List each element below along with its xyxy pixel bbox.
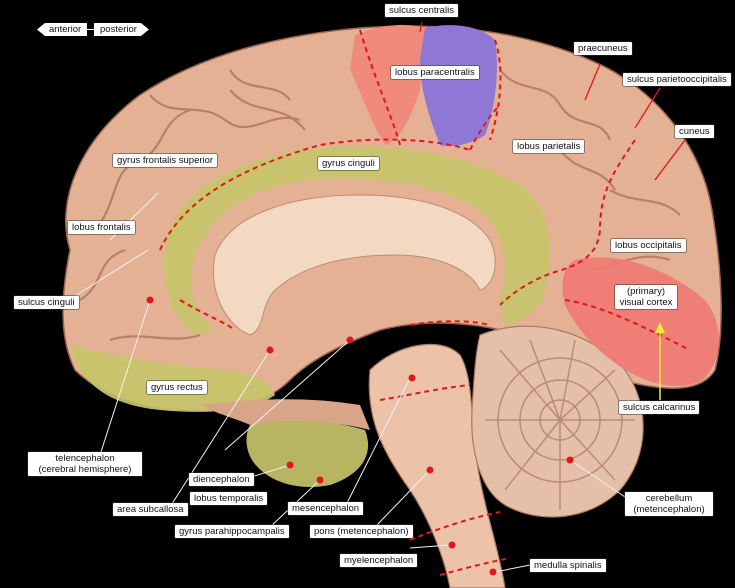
label-mesencephalon: mesencephalon bbox=[288, 502, 364, 515]
label-lobus-occipitalis: lobus occipitalis bbox=[611, 239, 686, 252]
label-sulcus-parietooccipitalis: sulcus parietooccipitalis bbox=[623, 73, 731, 86]
gyrus-rectus-area bbox=[70, 345, 275, 412]
label-primary-visual-cortex-line2: visual cortex bbox=[619, 297, 673, 308]
anterior-tag: anterior bbox=[37, 23, 88, 36]
label-pons: pons (metencephalon) bbox=[310, 525, 413, 538]
label-medulla-spinalis: medulla spinalis bbox=[530, 559, 606, 572]
lobus-temporalis-shape bbox=[200, 399, 370, 430]
orientation-divider bbox=[85, 29, 95, 30]
label-gyrus-frontalis-superior: gyrus frontalis superior bbox=[113, 154, 218, 167]
marker-dots bbox=[146, 296, 574, 576]
label-lobus-temporalis: lobus temporalis bbox=[190, 492, 268, 505]
gyrus-parahippocampalis-area bbox=[246, 419, 369, 488]
label-lobus-frontalis: lobus frontalis bbox=[68, 221, 135, 234]
primary-visual-cortex-area bbox=[562, 257, 719, 386]
label-cerebellum-line1: cerebellum bbox=[645, 493, 693, 504]
label-lobus-parietalis: lobus parietalis bbox=[513, 140, 585, 153]
label-gyrus-cinguli: gyrus cinguli bbox=[318, 157, 379, 170]
label-area-subcallosa: area subcallosa bbox=[113, 503, 188, 516]
label-gyrus-rectus: gyrus rectus bbox=[147, 381, 207, 394]
label-cerebellum-line2: (metencephalon) bbox=[633, 504, 705, 515]
label-myelencephalon: myelencephalon bbox=[340, 554, 418, 567]
posterior-tag: posterior bbox=[94, 23, 149, 36]
label-primary-visual-cortex: (primary) visual cortex bbox=[615, 285, 677, 309]
label-diencephalon: diencephalon bbox=[189, 473, 254, 486]
sulcus-calcarinus-arrowhead bbox=[655, 322, 665, 333]
lobus-paracentralis-posterior-area bbox=[420, 25, 497, 147]
label-cerebellum: cerebellum (metencephalon) bbox=[625, 492, 713, 516]
label-cuneus: cuneus bbox=[675, 125, 714, 138]
label-praecuneus: praecuneus bbox=[574, 42, 632, 55]
label-sulcus-cinguli: sulcus cinguli bbox=[14, 296, 79, 309]
label-telencephalon-line2: (cerebral hemisphere) bbox=[38, 464, 132, 475]
label-primary-visual-cortex-line1: (primary) bbox=[627, 286, 665, 297]
label-gyrus-parahippocampalis: gyrus parahippocampalis bbox=[175, 525, 289, 538]
label-sulcus-calcarinus: sulcus calcarinus bbox=[619, 401, 700, 414]
label-telencephalon: telencephalon (cerebral hemisphere) bbox=[28, 452, 142, 476]
brainstem-shape bbox=[368, 343, 506, 588]
lobus-paracentralis-anterior-area bbox=[350, 24, 425, 145]
cerebellar-folia bbox=[485, 339, 635, 510]
boundary-dashed-lines bbox=[159, 29, 691, 576]
label-telencephalon-line1: telencephalon bbox=[55, 453, 115, 464]
gyrus-cinguli-area bbox=[164, 146, 550, 335]
red-leader-lines bbox=[419, 21, 686, 181]
label-lobus-paracentralis: lobus paracentralis bbox=[391, 66, 479, 79]
label-sulcus-centralis: sulcus centralis bbox=[385, 4, 458, 17]
corpus-callosum-area bbox=[212, 194, 496, 336]
